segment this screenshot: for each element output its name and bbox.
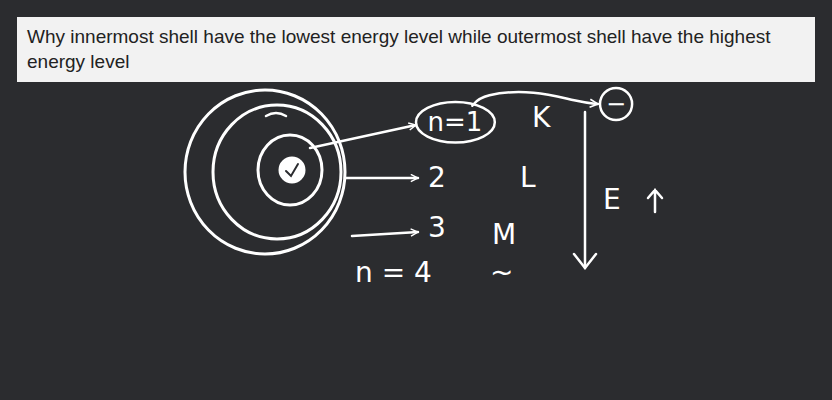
node-text: n=1: [428, 108, 483, 137]
shell-label: ~: [490, 258, 513, 289]
shell-label: L: [520, 163, 536, 194]
up-arrow: [648, 190, 662, 212]
outer-shell: [185, 90, 345, 254]
energy-arrowhead: [574, 254, 596, 268]
nucleus-mark: [286, 164, 298, 176]
shell-mark: [266, 113, 286, 116]
energy-label: E: [603, 185, 621, 216]
inner-shell: [258, 135, 322, 205]
leader-arrow: [345, 177, 418, 180]
leader-arrow: [352, 232, 418, 236]
shell-label: 2: [428, 163, 446, 194]
nucleus: [280, 158, 304, 182]
shell-label: K: [532, 103, 550, 134]
shell-label: n = 4: [355, 258, 432, 289]
energy-axis: [584, 112, 587, 268]
leader-arrow: [310, 125, 416, 148]
middle-shell: [213, 105, 341, 239]
node-text: −: [606, 91, 626, 117]
shell-label: M: [492, 220, 516, 251]
shell-label: 3: [428, 213, 446, 244]
electron-circle: −: [600, 88, 632, 120]
question-heading: Why innermost shell have the lowest ener…: [17, 17, 815, 82]
circled-label: n=1: [416, 102, 495, 143]
